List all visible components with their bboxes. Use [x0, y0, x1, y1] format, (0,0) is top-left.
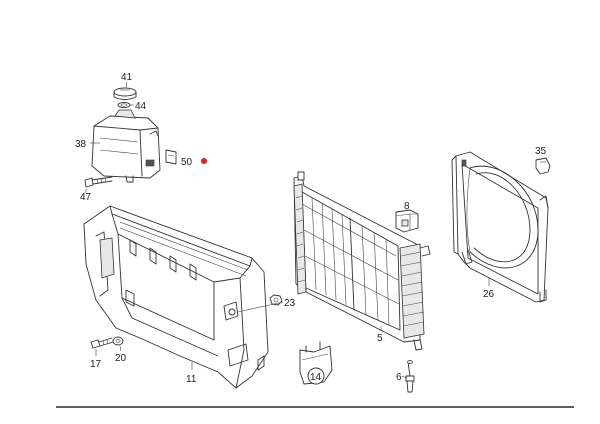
clip-part-50 [165, 149, 177, 165]
seal-ring-part-44 [117, 101, 131, 109]
drain-plug-part-6 [405, 360, 415, 393]
callout-14: 14 [310, 372, 322, 383]
clip-part-35 [535, 157, 551, 175]
callout-50: 50 [181, 157, 193, 168]
leader-6 [401, 375, 408, 379]
leader-20 [119, 345, 122, 352]
rubber-mount-part-8 [395, 209, 419, 233]
expansion-tank-part-38 [91, 109, 161, 183]
radiator-part-5 [293, 171, 431, 351]
marker-dot [201, 158, 207, 164]
callout-17: 17 [90, 359, 102, 370]
bolt-part-17 [90, 337, 114, 349]
nut-part-23 [269, 294, 283, 306]
callout-8: 8 [404, 201, 410, 212]
leader-41 [125, 81, 128, 89]
washer-part-20 [112, 336, 124, 346]
callout-38: 38 [75, 139, 87, 150]
callout-20: 20 [115, 353, 127, 364]
bolt-part-47 [84, 176, 113, 188]
leader-23 [237, 301, 284, 313]
fan-shroud-part-26 [451, 151, 549, 303]
callout-5: 5 [377, 333, 383, 344]
radiator-support-frame-part-11 [83, 205, 269, 389]
callout-11: 11 [186, 374, 197, 385]
callout-6: 6 [396, 372, 402, 383]
callout-41: 41 [121, 72, 133, 83]
cap-part-41 [113, 87, 137, 100]
callout-26: 26 [483, 289, 495, 300]
bracket-part-14 [299, 341, 333, 385]
callout-35: 35 [535, 146, 547, 157]
callout-47: 47 [80, 192, 92, 203]
callout-44: 44 [135, 101, 147, 112]
callout-23: 23 [284, 298, 296, 309]
